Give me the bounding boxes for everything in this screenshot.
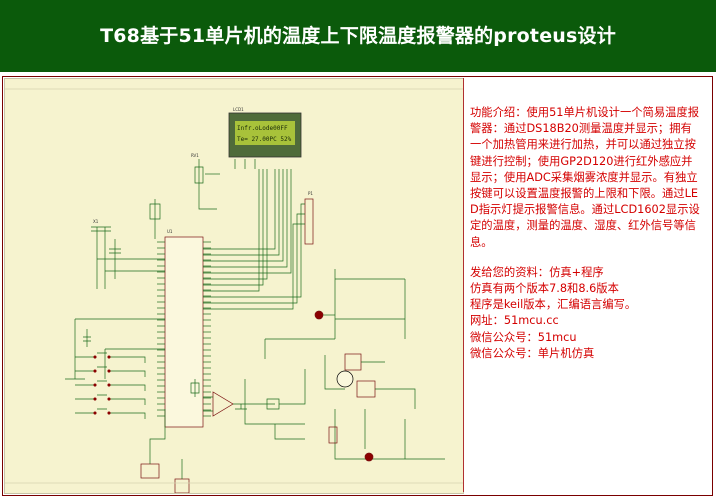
page-title: T68基于51单片机的温度上下限温度报警器的proteus设计 — [100, 25, 616, 47]
svg-text:LCD1: LCD1 — [233, 107, 244, 112]
svg-text:RV1: RV1 — [191, 153, 199, 158]
mcu-chip — [164, 236, 204, 428]
desc-line: 网址：51mcu.cc — [470, 314, 559, 328]
description-panel: 功能介绍：使用51单片机设计一个简易温度报警器：通过DS18B20测量温度并显示… — [470, 105, 702, 362]
svg-text:U1: U1 — [167, 229, 173, 234]
svg-text:X1: X1 — [93, 219, 99, 224]
desc-line: 发给您的资料：仿真+程序 — [470, 265, 604, 279]
desc-line: 仿真有两个版本7.8和8.6版本 — [470, 282, 619, 296]
desc-line: 微信公众号：51mcu — [470, 330, 577, 344]
feature-intro: 功能介绍：使用51单片机设计一个简易温度报警器：通过DS18B20测量温度并显示… — [470, 106, 700, 249]
svg-text:Infr.oLode00FF: Infr.oLode00FF — [237, 125, 288, 132]
circuit-diagram: Infr.oLode00FF Te= 27.00PC 52% LCD1 RV1 … — [5, 88, 463, 493]
svg-text:Te= 27.00PC 52%: Te= 27.00PC 52% — [237, 136, 292, 143]
schematic-image: Infr.oLode00FF Te= 27.00PC 52% LCD1 RV1 … — [4, 78, 464, 494]
lcd-display: Infr.oLode00FF Te= 27.00PC 52% — [228, 112, 302, 158]
desc-line: 程序是keil版本，汇编语言编写。 — [470, 298, 637, 312]
svg-text:P1: P1 — [308, 191, 313, 196]
column-divider — [463, 78, 464, 492]
desc-line: 微信公众号：单片机仿真 — [470, 346, 595, 360]
title-banner: T68基于51单片机的温度上下限温度报警器的proteus设计 — [0, 0, 716, 72]
